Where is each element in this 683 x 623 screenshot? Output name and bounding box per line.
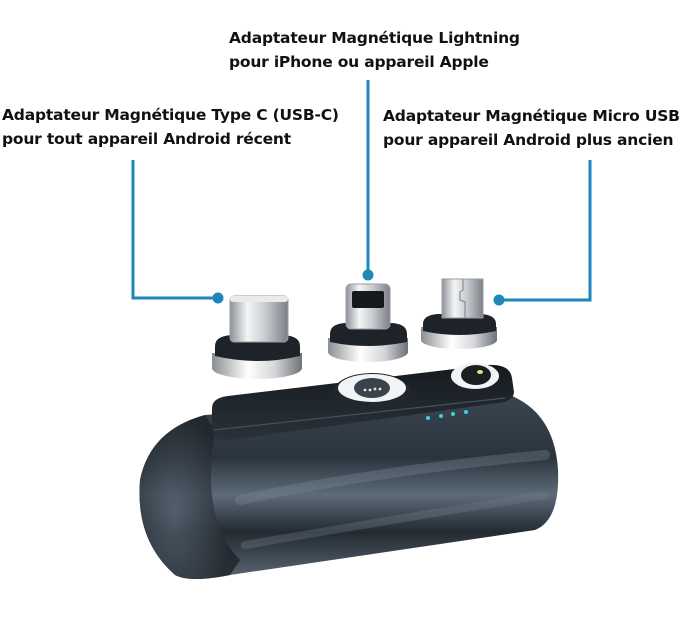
label-usbc-line1: Adaptateur Magnétique Type C (USB-C) xyxy=(2,106,339,124)
power-button xyxy=(451,363,499,389)
battery-led-indicators xyxy=(426,410,468,420)
usbc-adapter xyxy=(212,295,302,379)
callout-usbc xyxy=(131,160,218,300)
label-micro-usb-adapter: Adaptateur Magnétique Micro USB pour app… xyxy=(383,104,680,152)
micro-usb-adapter xyxy=(421,278,497,349)
label-micro-usb-line2: pour appareil Android plus ancien xyxy=(383,131,674,149)
charging-port xyxy=(334,373,410,409)
lightning-adapter xyxy=(328,283,408,362)
label-usbc-line2: pour tout appareil Android récent xyxy=(2,130,291,148)
label-micro-usb-line1: Adaptateur Magnétique Micro USB xyxy=(383,107,680,125)
callout-dot-lightning xyxy=(362,269,374,281)
label-lightning-adapter: Adaptateur Magnétique Lightning pour iPh… xyxy=(229,26,520,74)
callout-dot-usbc xyxy=(212,292,224,304)
callout-micro-usb xyxy=(500,160,592,302)
label-lightning-line1: Adaptateur Magnétique Lightning xyxy=(229,29,520,47)
power-bank xyxy=(139,363,559,579)
callout-dot-micro-usb xyxy=(493,294,505,306)
label-lightning-line2: pour iPhone ou appareil Apple xyxy=(229,53,489,71)
label-usbc-adapter: Adaptateur Magnétique Type C (USB-C) pou… xyxy=(2,103,339,151)
